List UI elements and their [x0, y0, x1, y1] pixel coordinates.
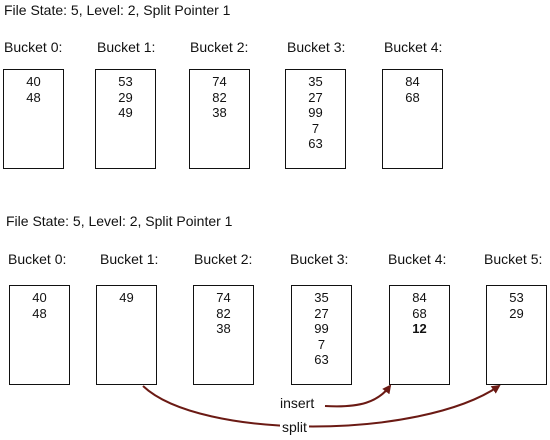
- bottom-bucket-5-label: Bucket 5:: [484, 251, 543, 267]
- bottom-bucket-3-label: Bucket 3:: [290, 251, 349, 267]
- bottom-bucket-1: 49: [96, 285, 157, 385]
- bottom-bucket-1-label: Bucket 1:: [100, 251, 159, 267]
- bucket-value: 48: [32, 305, 47, 321]
- bucket-value: 68: [405, 89, 420, 105]
- inserted-value: 12: [412, 321, 427, 336]
- bucket-value: 74: [216, 290, 231, 305]
- bucket-value: 40: [32, 290, 47, 305]
- bottom-bucket-0-label: Bucket 0:: [8, 251, 67, 267]
- bucket-value: 82: [216, 305, 231, 321]
- bottom-bucket-2: 74 82 38: [193, 285, 254, 385]
- insert-arrow-label: insert: [278, 395, 317, 411]
- bottom-bucket-2-label: Bucket 2:: [194, 251, 253, 267]
- top-bucket-1: 53 29 49: [95, 69, 156, 169]
- bottom-panel-title: File State: 5, Level: 2, Split Pointer 1: [6, 213, 233, 229]
- bottom-bucket-4: 84 68 12: [389, 285, 450, 385]
- split-arrow: [142, 384, 501, 428]
- bucket-value: 53: [118, 74, 133, 89]
- top-bucket-0: 40 48: [3, 69, 64, 169]
- bucket-value: 74: [212, 74, 227, 89]
- bucket-value: 29: [118, 89, 133, 105]
- bucket-value: 99: [308, 105, 323, 120]
- bucket-value: 35: [308, 74, 323, 89]
- bottom-bucket-3: 35 27 99 7 63: [291, 285, 352, 385]
- bucket-value: 35: [314, 290, 329, 305]
- bottom-bucket-5: 53 29: [486, 285, 547, 385]
- bucket-value: 63: [308, 136, 323, 151]
- bucket-value: 48: [26, 89, 41, 105]
- bucket-value: 27: [314, 305, 329, 321]
- top-bucket-0-label: Bucket 0:: [4, 39, 63, 55]
- top-panel-title: File State: 5, Level: 2, Split Pointer 1: [4, 2, 231, 18]
- bucket-value: 82: [212, 89, 227, 105]
- bucket-value: 7: [311, 120, 320, 136]
- bucket-value: 68: [412, 305, 427, 321]
- bottom-bucket-4-label: Bucket 4:: [388, 251, 447, 267]
- bucket-value: 40: [26, 74, 41, 89]
- bucket-value: 29: [509, 305, 524, 321]
- top-bucket-4: 84 68: [382, 69, 443, 169]
- top-bucket-3: 35 27 99 7 63: [285, 69, 346, 169]
- bucket-value: 38: [216, 321, 231, 336]
- bucket-value: 49: [119, 290, 134, 305]
- top-bucket-2: 74 82 38: [189, 69, 250, 169]
- top-bucket-2-label: Bucket 2:: [190, 39, 249, 55]
- insert-arrow: [324, 384, 392, 408]
- bucket-value: 49: [118, 105, 133, 120]
- bucket-value: 27: [308, 89, 323, 105]
- split-arrow-label: split: [280, 419, 309, 435]
- bucket-value: 38: [212, 105, 227, 120]
- bucket-value: 84: [405, 74, 420, 89]
- bucket-value: 84: [412, 290, 427, 305]
- bucket-value: 7: [317, 336, 326, 352]
- top-bucket-4-label: Bucket 4:: [384, 39, 443, 55]
- bucket-value: 63: [314, 352, 329, 367]
- top-bucket-1-label: Bucket 1:: [97, 39, 156, 55]
- bucket-value: 99: [314, 321, 329, 336]
- bucket-value: 53: [509, 290, 524, 305]
- top-bucket-3-label: Bucket 3:: [287, 39, 346, 55]
- bottom-bucket-0: 40 48: [9, 285, 70, 385]
